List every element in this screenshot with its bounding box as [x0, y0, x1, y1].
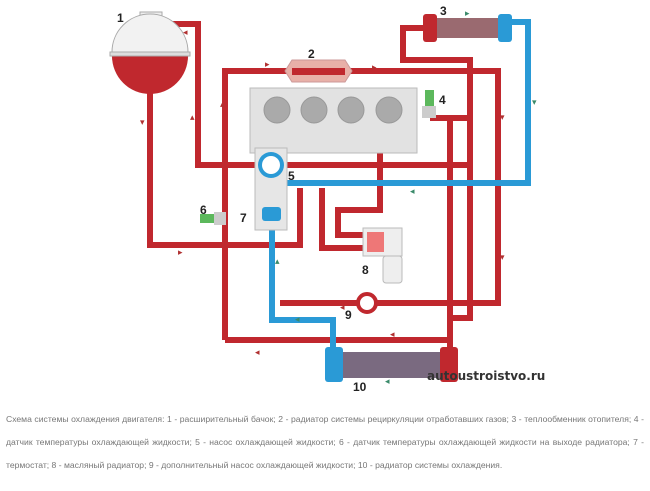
expansion-tank	[109, 11, 191, 94]
svg-text:▸: ▸	[372, 62, 377, 72]
svg-text:◂: ◂	[390, 329, 395, 339]
pump-housing	[254, 147, 288, 231]
svg-text:▾: ▾	[500, 112, 505, 122]
svg-text:◂: ◂	[183, 27, 188, 37]
svg-text:▸: ▸	[265, 59, 270, 69]
svg-text:◂: ◂	[295, 314, 300, 324]
svg-text:◂: ◂	[255, 347, 260, 357]
cooling-diagram: ◂▸▸ ▾▴▴ ▸▾▾ ◂◂◂ ▸▾◂ ▴◂◂ 1 2 3 4 5 6 7 8 …	[109, 4, 545, 394]
hot-pipes	[147, 21, 501, 350]
label-8: 8	[362, 263, 369, 277]
pipe-heater-feed	[400, 25, 473, 121]
cold-pipes	[269, 19, 531, 350]
pipe-heater-return	[272, 19, 531, 186]
radiator-outlet-sensor	[200, 212, 226, 225]
label-7: 7	[240, 211, 247, 225]
engine-block	[249, 87, 418, 154]
pipe-oil-feed	[335, 140, 383, 238]
flow-arrows: ◂ ▸ ▸ ▾ ▴ ▴ ▸ ▾ ▾ ◂ ◂ ◂	[140, 27, 505, 357]
thermostat-icon	[262, 207, 281, 221]
pipe-oil-return	[319, 188, 365, 251]
pipe-radiator-return	[269, 150, 336, 350]
pipe-main-loop	[222, 68, 501, 340]
label-4: 4	[439, 93, 446, 107]
label-6: 6	[200, 203, 207, 217]
svg-text:▾: ▾	[140, 117, 145, 127]
svg-text:◂: ◂	[385, 376, 390, 386]
label-2: 2	[308, 47, 315, 61]
oil-cooler	[362, 227, 403, 284]
svg-text:◂: ◂	[410, 186, 415, 196]
label-10: 10	[353, 380, 367, 394]
watermark: autoustroistvo.ru	[427, 369, 545, 383]
label-5: 5	[288, 169, 295, 183]
water-pump-icon	[262, 156, 280, 174]
coolant-temp-sensor	[422, 90, 436, 118]
label-9: 9	[345, 308, 352, 322]
svg-text:▾: ▾	[532, 97, 537, 107]
label-3: 3	[440, 4, 447, 18]
svg-text:◂: ◂	[340, 302, 345, 312]
cold-arrows: ▸ ▾ ◂ ▴ ◂ ◂	[275, 8, 537, 386]
figure-caption: Схема системы охлаждения двигателя: 1 - …	[6, 414, 644, 470]
radiator	[325, 347, 458, 382]
svg-text:▸: ▸	[178, 247, 183, 257]
svg-text:▴: ▴	[275, 256, 280, 266]
svg-text:▾: ▾	[500, 252, 505, 262]
heater-core	[423, 14, 512, 42]
label-1: 1	[117, 11, 124, 25]
auxiliary-pump	[356, 292, 378, 314]
svg-text:▸: ▸	[465, 8, 470, 18]
egr-cooler	[284, 59, 353, 83]
svg-text:▴: ▴	[190, 112, 195, 122]
pipe-heater-bypass	[450, 60, 473, 321]
svg-text:▴: ▴	[220, 99, 225, 109]
